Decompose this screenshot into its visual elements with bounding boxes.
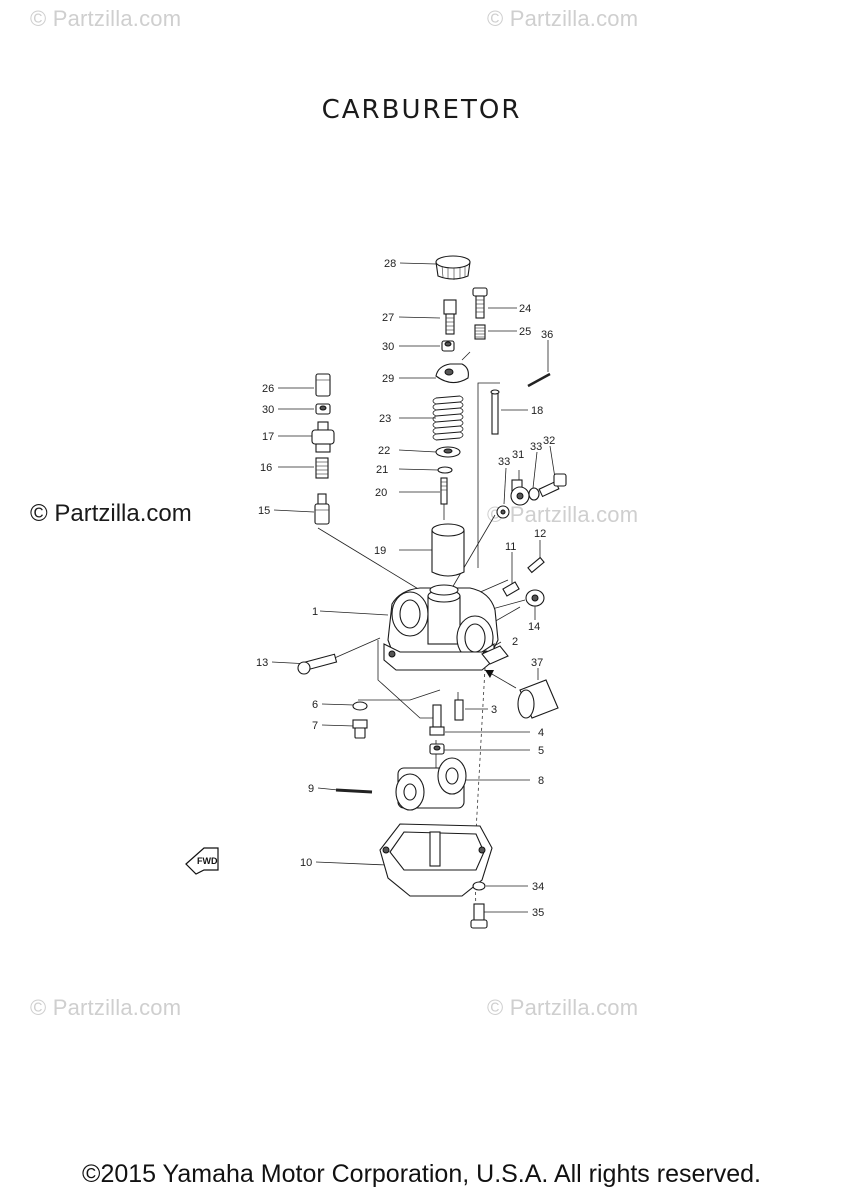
part-18-rod: [490, 389, 500, 435]
part-26-cap: [315, 373, 331, 397]
callout-35: 35: [532, 907, 544, 919]
callout-29: 29: [382, 373, 394, 385]
callout-27: 27: [382, 312, 394, 324]
callout-5: 5: [538, 745, 544, 757]
part-36-pin: [527, 372, 551, 388]
callout-30-lower: 30: [262, 404, 274, 416]
part-23-spring: [432, 395, 464, 441]
callout-19: 19: [374, 545, 386, 557]
part-31-fitting: [510, 479, 530, 506]
callout-2: 2: [512, 636, 518, 648]
part-22-retainer: [435, 446, 461, 458]
part-14-cap: [525, 589, 545, 607]
watermark-mid-right: © Partzilla.com: [487, 502, 639, 527]
callout-25: 25: [519, 326, 531, 338]
part-20-needle: [440, 477, 448, 520]
callout-1: 1: [312, 606, 318, 618]
callout-34: 34: [532, 881, 544, 893]
callout-31: 31: [512, 449, 524, 461]
copyright-footer: ©2015 Yamaha Motor Corporation, U.S.A. A…: [82, 1160, 761, 1188]
part-11-spring: [502, 581, 520, 597]
watermark-top-left: © Partzilla.com: [30, 6, 182, 31]
callout-20: 20: [375, 487, 387, 499]
callout-33-right: 33: [530, 441, 542, 453]
watermark-top-right: © Partzilla.com: [487, 6, 639, 31]
watermark-side: © Partzilla.com: [30, 500, 192, 527]
part-33-washer-right: [528, 487, 540, 501]
callout-12: 12: [534, 528, 546, 540]
part-35-bolt: [470, 903, 488, 929]
part-9-pin: [335, 788, 373, 794]
part-32-bolt: [538, 473, 567, 498]
callout-36: 36: [541, 329, 553, 341]
callout-6: 6: [312, 699, 318, 711]
part-10-float-bowl: [379, 823, 493, 897]
callout-24: 24: [519, 303, 531, 315]
callout-22: 22: [378, 445, 390, 457]
callout-4: 4: [538, 727, 544, 739]
callout-32: 32: [543, 435, 555, 447]
watermark-bottom-right: © Partzilla.com: [487, 995, 639, 1020]
callout-11: 11: [505, 541, 516, 553]
part-37-joint: [484, 669, 559, 719]
callout-30-upper: 30: [382, 341, 394, 353]
part-33-washer-left: [496, 505, 510, 519]
part-30-nut-upper: [441, 340, 455, 352]
part-13-screw: [297, 653, 338, 675]
callout-17: 17: [262, 431, 274, 443]
part-6-washer: [352, 701, 368, 711]
part-5-main-jet: [429, 743, 445, 755]
callout-37: 37: [531, 657, 543, 669]
callout-23: 23: [379, 413, 391, 425]
part-1-carburetor-body: [383, 584, 499, 671]
callout-13: 13: [256, 657, 268, 669]
callout-21: 21: [376, 464, 388, 476]
part-25-spring: [474, 324, 486, 340]
leader-lines: [271, 262, 556, 926]
callout-33-left: 33: [498, 456, 510, 468]
part-17-holder: [311, 421, 335, 453]
diagram-title: CARBURETOR: [321, 95, 522, 125]
callout-26: 26: [262, 383, 274, 395]
callout-14: 14: [528, 621, 540, 633]
part-15-starter-plunger: [314, 493, 330, 525]
part-30-nut-lower: [315, 403, 331, 415]
callout-9: 9: [308, 783, 314, 795]
part-4-needle-jet: [429, 704, 445, 736]
callout-18: 18: [531, 405, 543, 417]
fwd-arrow-icon: FWD: [185, 847, 219, 875]
callout-15: 15: [258, 505, 270, 517]
part-24-screw: [472, 287, 488, 319]
part-3-pilot-jet: [454, 699, 464, 721]
part-19-throttle-valve: [431, 523, 465, 577]
part-34-washer: [472, 881, 486, 891]
fwd-label: FWD: [197, 856, 218, 866]
part-8-float: [395, 757, 467, 811]
callout-3: 3: [491, 704, 497, 716]
callout-28: 28: [384, 258, 396, 270]
part-27-adjuster: [443, 299, 457, 335]
callout-labels: 28 27 30 29 23 22 21 20 19 24 25 36 18 2…: [256, 258, 555, 919]
part-21-clip: [437, 466, 453, 474]
part-16-spring: [315, 457, 329, 479]
callout-16: 16: [260, 462, 272, 474]
callout-10: 10: [300, 857, 312, 869]
part-7-screw: [352, 719, 368, 739]
watermark-bottom-left: © Partzilla.com: [30, 995, 182, 1020]
part-28-top-cap: [435, 255, 471, 280]
part-12-screw: [527, 556, 545, 574]
part-29-cap-plate: [435, 351, 471, 384]
part-2-gasket: [481, 645, 509, 665]
callout-8: 8: [538, 775, 544, 787]
callout-7: 7: [312, 720, 318, 732]
